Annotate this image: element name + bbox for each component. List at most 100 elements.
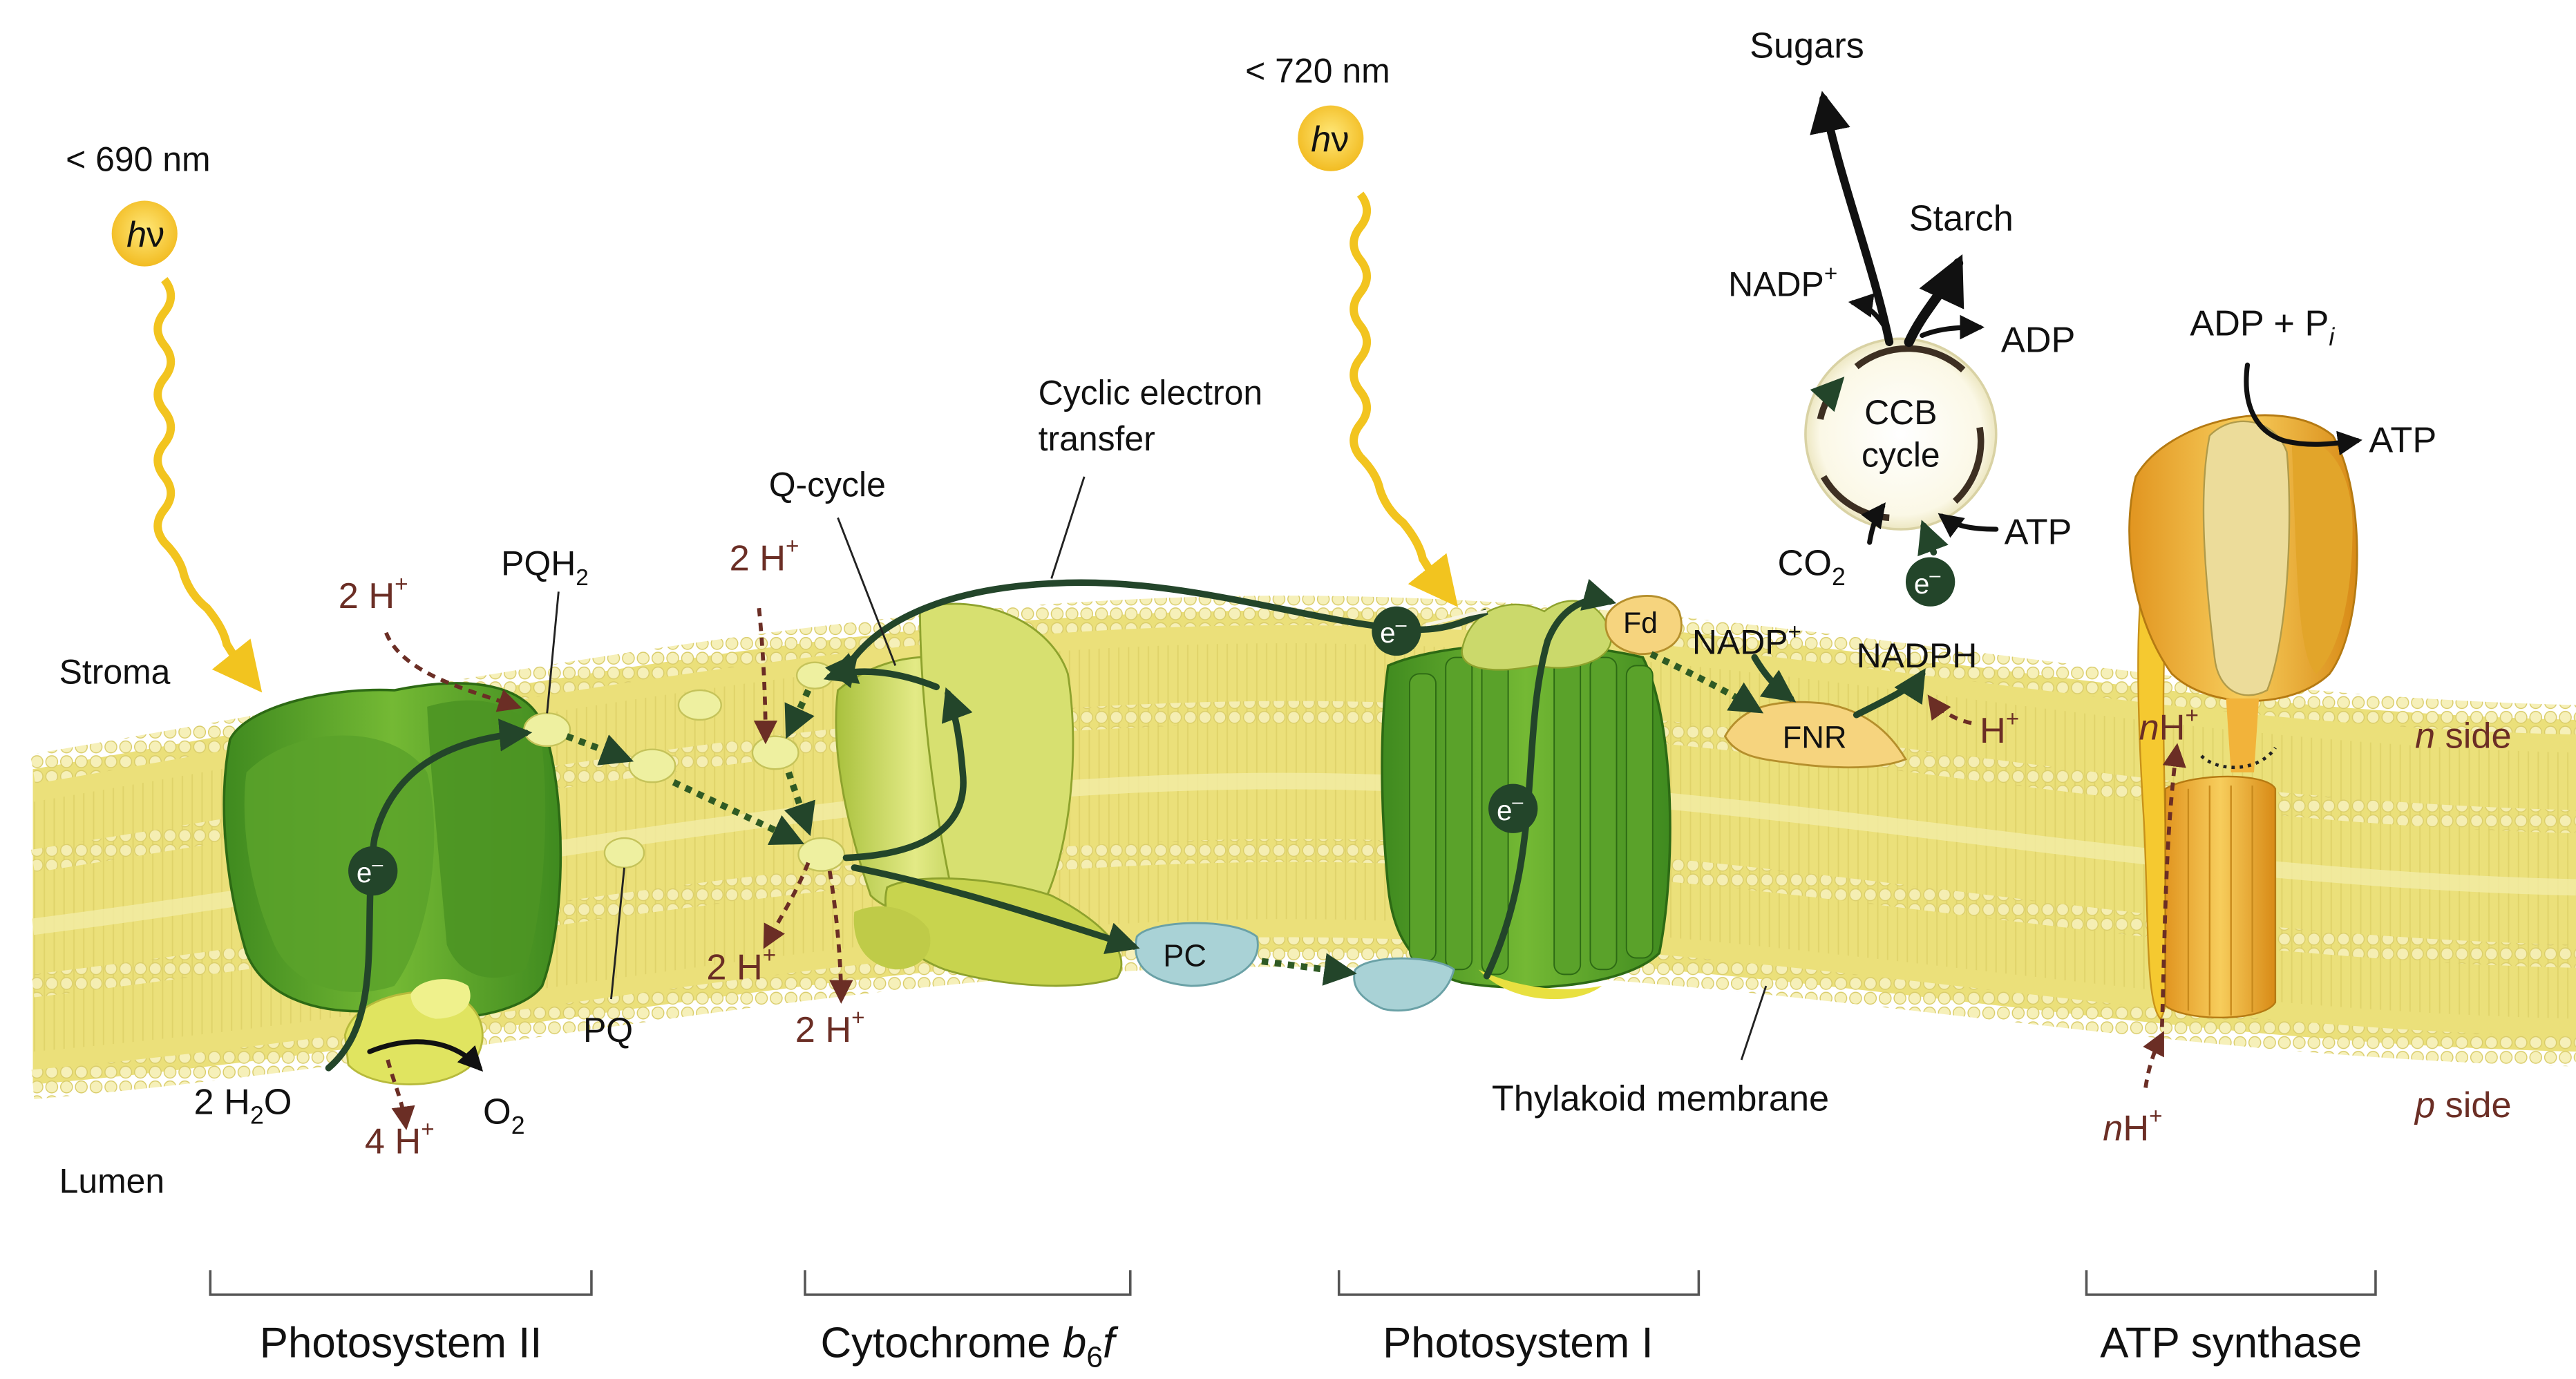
leader-qcycle — [837, 517, 897, 666]
label-atp-nh-bottom: nH+ — [2103, 1104, 2162, 1149]
wavelength-ps2: < 690 nm — [66, 140, 210, 179]
proton-atp-up — [2160, 743, 2186, 1027]
arrow-cyt-loop — [842, 687, 973, 862]
plastocyanin — [1135, 922, 1455, 1012]
bracket-ps1 — [1337, 1270, 1701, 1296]
arrow-electron-to-ccb — [1917, 520, 1949, 557]
leader-lines — [546, 476, 1768, 1061]
ccb-label-1: CCB — [1864, 393, 1937, 432]
label-cyclic-2: transfer — [1039, 419, 1155, 458]
section-label-ps1: Photosystem I — [1383, 1319, 1654, 1367]
arrow-cyt-to-pc — [851, 864, 1140, 955]
photosystem-ii-complex — [222, 682, 562, 1085]
region-n-side: n side — [2415, 716, 2512, 756]
arrow-ps1-electron — [1483, 578, 1617, 980]
label-ps2-2h-in: 2 H+ — [339, 571, 408, 616]
ccb-label-2: cycle — [1862, 436, 1940, 475]
photon-ps1 — [1298, 105, 1459, 607]
arrow-nadp-fnr — [1751, 654, 1797, 703]
region-stroma: Stroma — [59, 653, 171, 692]
label-qcycle: Q-cycle — [769, 466, 886, 504]
leader-membrane — [1740, 985, 1768, 1061]
label-nadp-fnr: NADP+ — [1692, 619, 1801, 661]
label-pqh2: PQH2 — [501, 544, 589, 591]
label-ccb-nadp: NADP+ — [1728, 261, 1837, 303]
section-label-cytochrome: Cytochrome b6f — [821, 1319, 1119, 1373]
arrow-pq-dotted-3 — [784, 771, 815, 837]
ferredoxin — [1604, 595, 1683, 656]
pq-molecule — [677, 689, 722, 721]
proton-atp-bottom — [2143, 1031, 2164, 1088]
ccb-arrow-ring — [1820, 345, 1985, 522]
label-o2: O2 — [483, 1092, 525, 1139]
proton-cyt-in — [753, 607, 778, 745]
label-cyt-2h-out-2: 2 H+ — [795, 1005, 865, 1050]
section-label-atp-synthase: ATP synthase — [2100, 1319, 2362, 1367]
bracket-atp — [2085, 1270, 2377, 1296]
electron-text-cyclic: e– — [1380, 614, 1406, 649]
electron-badge-ps1 — [1488, 783, 1538, 833]
label-ps2-4h-out: 4 H+ — [365, 1117, 435, 1162]
cyclic-electron-highlight — [1426, 609, 1487, 627]
pq-molecule — [628, 748, 676, 783]
arrow-co2-into-ccb — [1861, 502, 1886, 545]
ccb-cycle — [1804, 337, 1998, 531]
label-adp-pi: ADP + Pi — [2190, 304, 2335, 351]
cyclic-electron-line — [824, 579, 1488, 689]
label-cyt-2h-in: 2 H+ — [730, 534, 799, 579]
arrow-water-to-o2 — [367, 1039, 484, 1072]
proton-ps2-in — [384, 631, 522, 712]
electron-text-ps1: e– — [1497, 791, 1523, 826]
label-sugars: Sugars — [1750, 26, 1864, 66]
leader-cyclic — [1050, 476, 1086, 579]
label-co2: CO2 — [1778, 544, 1846, 591]
arrow-pc-dotted — [1261, 953, 1357, 986]
leader-pqh2 — [546, 591, 560, 714]
photon-ps2 — [111, 200, 263, 693]
electron-text-ccb: e– — [1914, 564, 1940, 600]
photon-symbol-ps1: hν — [1311, 120, 1349, 160]
photon-sun-ps2 — [111, 200, 178, 267]
bracket-ps2 — [209, 1270, 593, 1296]
label-fnr-h: H+ — [1980, 706, 2019, 751]
arrow-sugars — [1810, 91, 1894, 346]
leader-pq — [610, 867, 625, 1000]
ccb-circle — [1804, 337, 1998, 531]
dotted-transfer-arrows — [565, 651, 1764, 986]
atp-f1-subunit-right — [2291, 441, 2353, 674]
label-cyt-2h-out-1: 2 H+ — [706, 943, 776, 988]
label-atp-synthase-atp: ATP — [2369, 420, 2436, 460]
region-p-side: p side — [2414, 1085, 2512, 1125]
wavelength-ps1: < 720 nm — [1245, 51, 1390, 90]
region-lumen: Lumen — [59, 1162, 165, 1201]
pc-bound — [1353, 957, 1455, 1012]
atp-synthase-complex — [2128, 414, 2358, 1020]
pq-molecule — [603, 837, 645, 869]
label-pq: PQ — [583, 1011, 633, 1049]
arrow-atp-into-ccb — [1938, 513, 1999, 538]
electron-badges — [348, 557, 1955, 896]
label-ccb-atp: ATP — [2005, 512, 2072, 552]
proton-cyt-out-1 — [763, 862, 811, 949]
label-cyclic-1: Cyclic electron — [1039, 373, 1263, 412]
photon-wave-ps1 — [1349, 191, 1459, 607]
electron-badge-cyclic — [1372, 606, 1421, 656]
arrow-nadp-release — [1848, 293, 1888, 332]
atp-fo-ring — [2164, 775, 2277, 1018]
ps1-helices — [1408, 653, 1654, 976]
proton-fnr-in — [1927, 694, 1972, 725]
arrow-pq-dotted-1 — [565, 733, 634, 765]
label-starch: Starch — [1909, 198, 2014, 238]
arrow-adp-release — [1920, 314, 1985, 340]
proton-ps2-out — [386, 1059, 415, 1130]
ps2-oec-top — [410, 979, 471, 1019]
electron-badge-ccb — [1905, 557, 1955, 607]
label-pc: PC — [1163, 938, 1206, 973]
arrow-fnr-nadph — [1853, 668, 1926, 719]
arrow-ps2-electron — [325, 719, 533, 1072]
label-2-water: 2 H2O — [194, 1082, 292, 1129]
label-atp-nh-top: nH+ — [2139, 703, 2199, 748]
proton-cyt-out-2 — [827, 871, 853, 1004]
